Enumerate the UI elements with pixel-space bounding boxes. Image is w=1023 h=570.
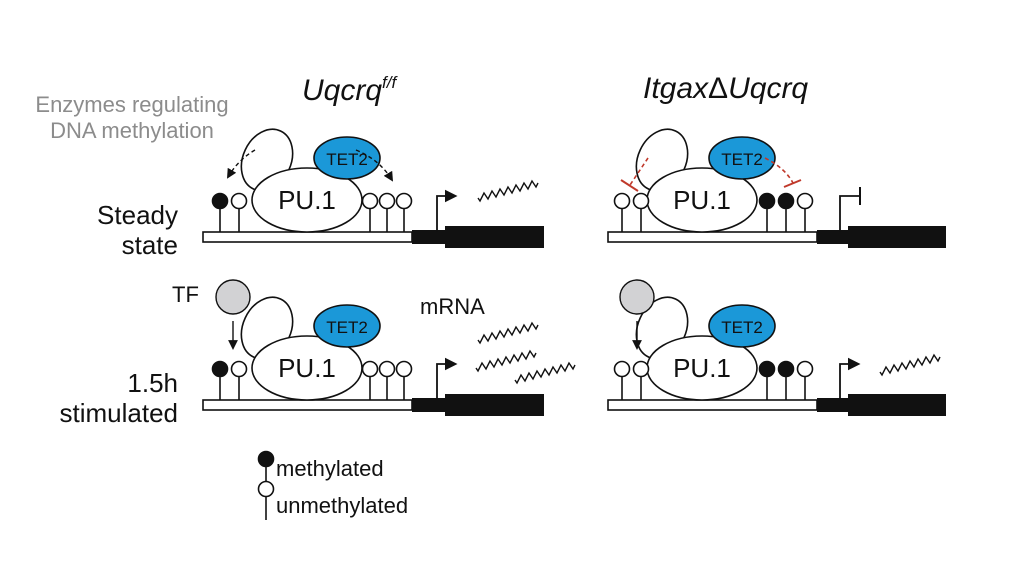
- p1-cpg-3: [361, 192, 379, 210]
- p2-gene-body: [848, 226, 946, 248]
- p3-gene-body: [445, 394, 544, 416]
- p1-tet2-label: TET2: [326, 150, 368, 169]
- p2-cpg-1: [613, 192, 631, 210]
- tf-label: TF: [172, 282, 199, 307]
- p2-inhibit-left: [629, 157, 649, 186]
- mrna-label: mRNA: [420, 294, 485, 319]
- p4-cpg-1: [613, 360, 631, 378]
- p2-pu1-label: PU.1: [673, 185, 731, 215]
- p1-pu1-label: PU.1: [278, 185, 336, 215]
- p3-cpg-3: [361, 360, 379, 378]
- header-control-superscript: f/f: [382, 73, 397, 92]
- p4-pu1-label: PU.1: [673, 353, 731, 383]
- p4-tet2-label: TET2: [721, 318, 763, 337]
- row-label-stimulated: 1.5h stimulated: [20, 368, 179, 428]
- p4-promoter-bar: [817, 398, 848, 412]
- p4-tet2: [708, 304, 776, 348]
- row-label-steady-line-2: state: [121, 230, 178, 260]
- p2-promoter-bar: [817, 230, 848, 244]
- p1-cpg-1: [211, 192, 229, 210]
- row-label-stimulated-line-1: 1.5h: [127, 368, 178, 398]
- p1-tss-arrow: [436, 189, 458, 232]
- row-label-steady-line-1: Steady: [97, 200, 178, 230]
- p4-cpg-2: [632, 360, 650, 378]
- p2-inhibit-right: [764, 157, 794, 184]
- header-control: Uqcrqf/f: [302, 74, 396, 106]
- legend-unmethylated-label: unmethylated: [276, 493, 409, 518]
- row-label-stimulated-line-2: stimulated: [59, 398, 179, 428]
- header-knockout-delta: Δ: [708, 72, 729, 105]
- p2-tss-blocked: [839, 195, 860, 232]
- header-knockout: ItgaxΔUqcrq: [643, 74, 808, 104]
- p1-dna-strand: [202, 231, 413, 243]
- p1-demethylation-arrow-left: [227, 149, 256, 179]
- p1-tet2: [313, 136, 381, 180]
- p4-cpg-5: [796, 360, 814, 378]
- p3-tet2: [313, 304, 381, 348]
- p3-promoter-bar: [412, 398, 445, 412]
- p4-cpg-3: [758, 360, 776, 378]
- legend-methylated-label: methylated: [276, 456, 384, 481]
- p4-dna-strand: [607, 399, 818, 411]
- p4-gene-body: [848, 394, 946, 416]
- p3-tet2-label: TET2: [326, 318, 368, 337]
- header-knockout-prefix: Itgax: [643, 72, 709, 105]
- p1-mrna: [477, 179, 539, 203]
- p4-tf: [619, 279, 655, 315]
- enzymes-label-line-1: Enzymes regulating: [35, 92, 229, 117]
- p1-demethylation-arrow-right: [355, 149, 394, 182]
- p3-tss-arrow: [436, 357, 458, 400]
- p3-cpg-4: [378, 360, 396, 378]
- p2-cpg-5: [796, 192, 814, 210]
- p3-cpg-1: [211, 360, 229, 378]
- p4-tss-arrow: [839, 357, 861, 400]
- p2-inhibit-left-bar: [620, 179, 639, 192]
- header-knockout-gene: Uqcrq: [728, 72, 809, 105]
- p3-cpg-5: [395, 360, 413, 378]
- p2-cpg-3: [758, 192, 776, 210]
- p3-mrna-1: [477, 321, 539, 345]
- p2-dna-strand: [607, 231, 818, 243]
- header-control-gene: Uqcrq: [302, 74, 383, 107]
- enzymes-label-line-2: DNA methylation: [50, 118, 214, 143]
- p3-cpg-2: [230, 360, 248, 378]
- p2-inhibit-right-bar: [783, 179, 802, 188]
- p3-dna-strand: [202, 399, 413, 411]
- p3-mrna-2: [475, 349, 537, 373]
- enzymes-label: Enzymes regulating DNA methylation: [14, 92, 250, 144]
- p2-tet2-label: TET2: [721, 150, 763, 169]
- p1-cpg-2: [230, 192, 248, 210]
- p2-cpg-4: [777, 192, 795, 210]
- p2-cpg-2: [632, 192, 650, 210]
- p3-tf: [215, 279, 251, 315]
- p1-gene-body: [445, 226, 544, 248]
- p4-mrna: [879, 353, 941, 377]
- p3-pu1-label: PU.1: [278, 353, 336, 383]
- p4-cpg-4: [777, 360, 795, 378]
- p1-cpg-4: [378, 192, 396, 210]
- legend-methylated-icon: [257, 450, 275, 468]
- p3-mrna-3: [514, 361, 576, 385]
- row-label-steady-state: Steady state: [60, 200, 178, 260]
- legend-unmethylated-icon: [257, 480, 275, 498]
- p2-tet2: [708, 136, 776, 180]
- p1-promoter-bar: [412, 230, 445, 244]
- p1-cpg-5: [395, 192, 413, 210]
